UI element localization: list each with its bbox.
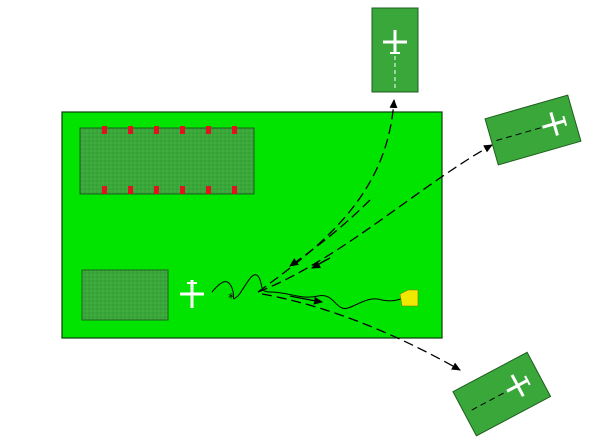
yellow-winch-vehicle-icon bbox=[399, 289, 419, 307]
red-marker bbox=[102, 126, 107, 134]
glider-aircraft-icon bbox=[383, 30, 407, 54]
asterisk-launch-icon: * bbox=[228, 291, 234, 305]
glider-aircraft-icon bbox=[180, 280, 204, 308]
landing-field-east bbox=[484, 94, 582, 166]
parking-area bbox=[79, 126, 255, 195]
red-markers-top-row bbox=[102, 126, 237, 134]
launch-path-north bbox=[257, 99, 398, 293]
red-marker bbox=[206, 126, 211, 134]
landing-field-north bbox=[371, 7, 419, 93]
glider-aircraft-icon bbox=[506, 374, 531, 397]
red-marker bbox=[102, 186, 107, 194]
red-marker bbox=[128, 126, 133, 134]
landing-field-southeast bbox=[452, 351, 552, 437]
winch-cable-path bbox=[211, 274, 405, 309]
red-marker bbox=[232, 126, 237, 134]
return-arrow-2 bbox=[311, 257, 331, 269]
red-marker bbox=[180, 186, 185, 194]
launch-path-east bbox=[257, 144, 493, 293]
red-marker bbox=[154, 186, 159, 194]
return-arrow-3 bbox=[289, 295, 323, 305]
return-arrow-1 bbox=[289, 199, 371, 267]
red-marker bbox=[154, 126, 159, 134]
launch-area bbox=[81, 269, 169, 321]
red-marker bbox=[128, 186, 133, 194]
red-markers-bottom-row bbox=[102, 186, 237, 194]
red-marker bbox=[206, 186, 211, 194]
launch-path-southeast bbox=[261, 293, 461, 371]
glider-aircraft-icon bbox=[542, 111, 568, 136]
red-marker bbox=[232, 186, 237, 194]
red-marker bbox=[180, 126, 185, 134]
